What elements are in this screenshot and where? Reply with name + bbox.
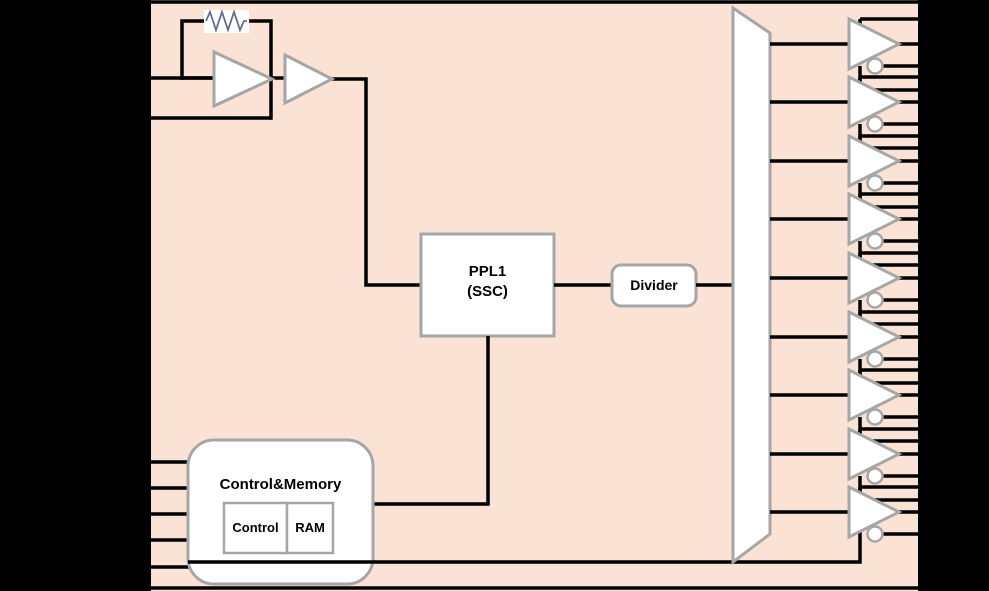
buffer-7-inverting-bubble-icon [866, 408, 884, 426]
buffer-5-triangle-icon [847, 250, 903, 306]
buffer-3-triangle-icon [847, 133, 903, 189]
oscillator-amplifier-symbol [212, 49, 276, 109]
ram-subblock-shape[interactable] [285, 501, 335, 555]
buffer-4-triangle-icon [847, 191, 903, 247]
output-buffer-8[interactable] [847, 426, 918, 502]
output-buffer-2[interactable] [847, 74, 918, 150]
control-bottom-bus-wire [188, 530, 862, 564]
buffer-8-inverting-bubble-icon [866, 467, 884, 485]
output-buffer-9[interactable] [847, 484, 918, 543]
oscillator-wires [180, 19, 423, 287]
control-subblock-shape[interactable] [222, 501, 289, 555]
buffer-2-triangle-icon [847, 74, 903, 130]
buffer-9-inverting-bubble-icon [866, 525, 884, 543]
output-buffer-7[interactable] [847, 367, 918, 443]
feedback-resistor-symbol [204, 9, 249, 33]
output-buffer-4[interactable] [847, 191, 918, 267]
buffer-6-triangle-icon [847, 309, 903, 365]
pll-block-shape[interactable] [419, 232, 556, 338]
buffer-1-inverting-bubble-icon [866, 57, 884, 75]
buffer-3-inverting-bubble-icon [866, 174, 884, 192]
buffer-amplifier-symbol [283, 52, 336, 106]
buffer-8-triangle-icon [847, 426, 903, 482]
buffer-1-triangle-icon [847, 16, 903, 72]
chip-edge-lines [151, 0, 918, 590]
buffer-7-triangle-icon [847, 367, 903, 423]
output-buffer-3[interactable] [847, 133, 918, 209]
buffer-2-inverting-bubble-icon [866, 115, 884, 133]
divider-block-shape[interactable] [610, 263, 698, 308]
buffer-4-inverting-bubble-icon [866, 232, 884, 250]
output-buffer-6[interactable] [847, 309, 918, 385]
output-mux-shape[interactable] [731, 5, 772, 566]
control-to-pll-wire [373, 336, 490, 506]
feedback-wire [180, 19, 273, 80]
buffer-9-triangle-icon [847, 484, 903, 540]
buffer-to-pll-wire [330, 77, 423, 287]
mux-output-lines [770, 42, 851, 514]
buffer-6-inverting-bubble-icon [866, 350, 884, 368]
buffer-5-inverting-bubble-icon [866, 291, 884, 309]
